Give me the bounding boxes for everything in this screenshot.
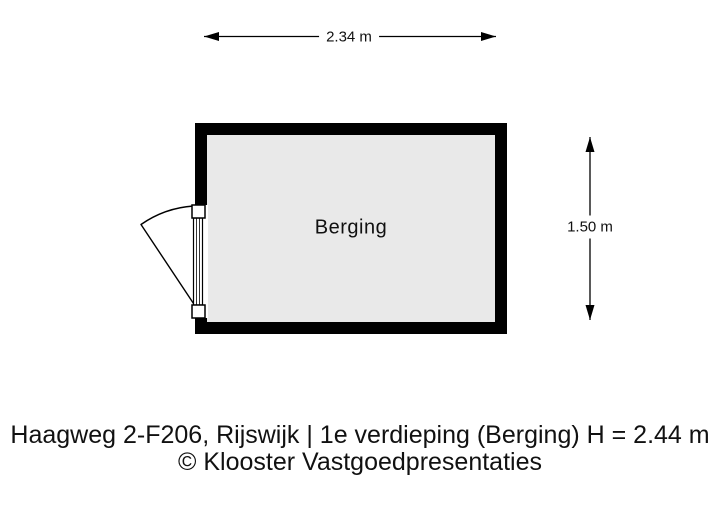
- door-hinge-bottom: [191, 304, 206, 319]
- caption-copyright: © Klooster Vastgoedpresentaties: [177, 447, 542, 476]
- room-label: Berging: [314, 216, 388, 239]
- arrow-right-icon: [481, 32, 496, 41]
- arrow-up-icon: [585, 137, 595, 152]
- caption-address: Haagweg 2-F206, Rijswijk | 1e verdieping…: [10, 421, 710, 449]
- arrow-left-icon: [204, 32, 219, 41]
- room-floor: [207, 135, 495, 322]
- door-leaf: [192, 217, 204, 306]
- height-dimension-label: 1.50 m: [565, 215, 615, 239]
- caption: Haagweg 2-F206, Rijswijk | 1e verdieping…: [0, 422, 720, 475]
- width-dimension-label: 2.34 m: [319, 27, 379, 47]
- door-hinge-top: [191, 204, 206, 219]
- door-swing-arc: [140, 205, 200, 312]
- arrow-down-icon: [585, 305, 595, 320]
